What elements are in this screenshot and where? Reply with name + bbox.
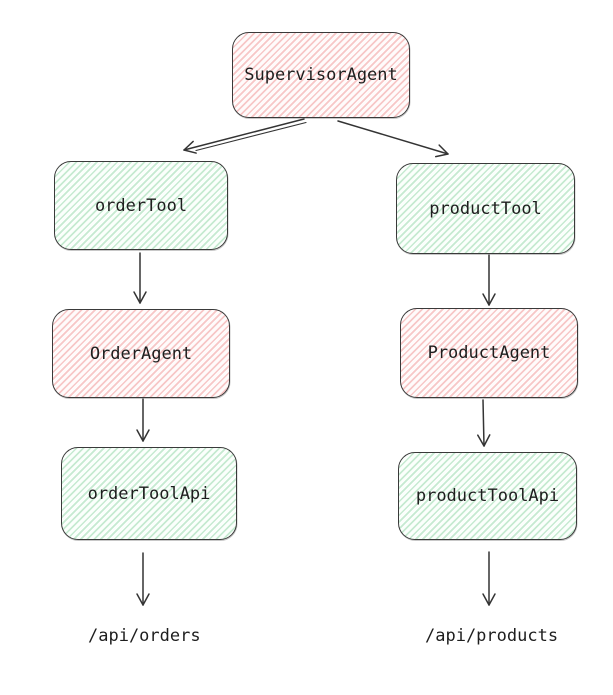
node-order-agent-label: OrderAgent <box>89 343 193 364</box>
node-product-tool: productTool <box>396 163 575 254</box>
node-order-tool-api: orderToolApi <box>61 447 237 540</box>
node-order-agent: OrderAgent <box>52 309 230 398</box>
node-product-agent-label: ProductAgent <box>427 343 551 363</box>
node-product-agent: ProductAgent <box>400 308 578 398</box>
node-supervisor-agent-label: SupervisorAgent <box>244 65 398 85</box>
arrow-supervisor-to-ordertool <box>183 118 305 154</box>
endpoint-orders-label: /api/orders <box>88 626 201 646</box>
node-order-tool: orderTool <box>54 161 228 250</box>
arrow-supervisor-to-ordertool-sketch-stroke <box>195 121 307 152</box>
arrow-productagent-to-producttoolapi <box>477 399 491 447</box>
node-product-tool-api-label: productToolApi <box>415 486 560 506</box>
node-product-tool-api: productToolApi <box>398 452 577 540</box>
arrow-supervisor-to-producttool <box>337 120 449 158</box>
node-order-tool-api-label: orderToolApi <box>87 483 211 504</box>
endpoint-products-label: /api/products <box>425 626 559 646</box>
node-product-tool-label: productTool <box>429 198 542 219</box>
node-supervisor-agent: SupervisorAgent <box>232 32 410 118</box>
node-order-tool-label: orderTool <box>94 195 188 216</box>
